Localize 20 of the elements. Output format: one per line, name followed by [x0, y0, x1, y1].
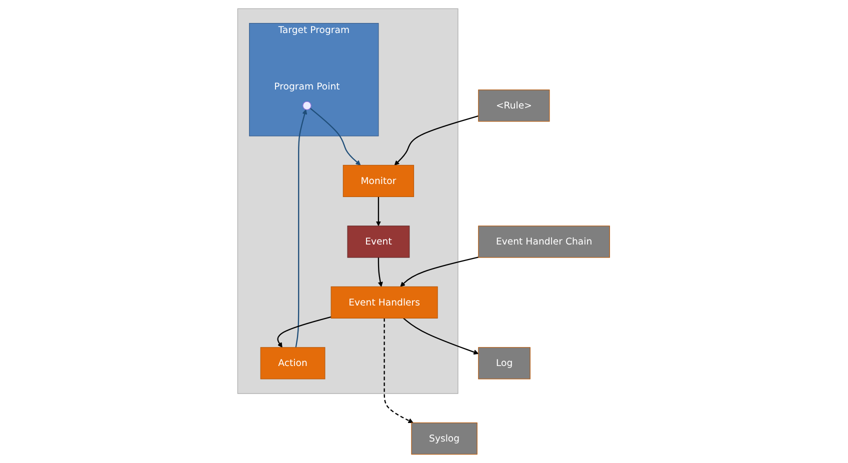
arrow — [376, 196, 382, 226]
node-box: <Rule> — [478, 90, 550, 122]
node-box: Event Handler Chain — [478, 226, 610, 258]
node-box: Monitor — [343, 164, 414, 198]
arrow — [403, 318, 479, 355]
node-box: Event — [348, 226, 410, 258]
arrow — [296, 109, 308, 348]
arrow — [310, 108, 362, 166]
node-box: Event Handlers — [331, 286, 438, 319]
arrow — [394, 115, 479, 166]
node-circle — [302, 101, 312, 110]
arrow — [400, 256, 479, 287]
arrow — [278, 316, 332, 348]
arrow — [384, 318, 414, 423]
node-box: Log — [478, 347, 531, 380]
arrow — [378, 257, 384, 287]
cluster — [238, 8, 459, 394]
node-label: Program Point — [274, 80, 340, 92]
node-box: Action — [260, 347, 326, 380]
node-box: Syslog — [412, 422, 478, 455]
